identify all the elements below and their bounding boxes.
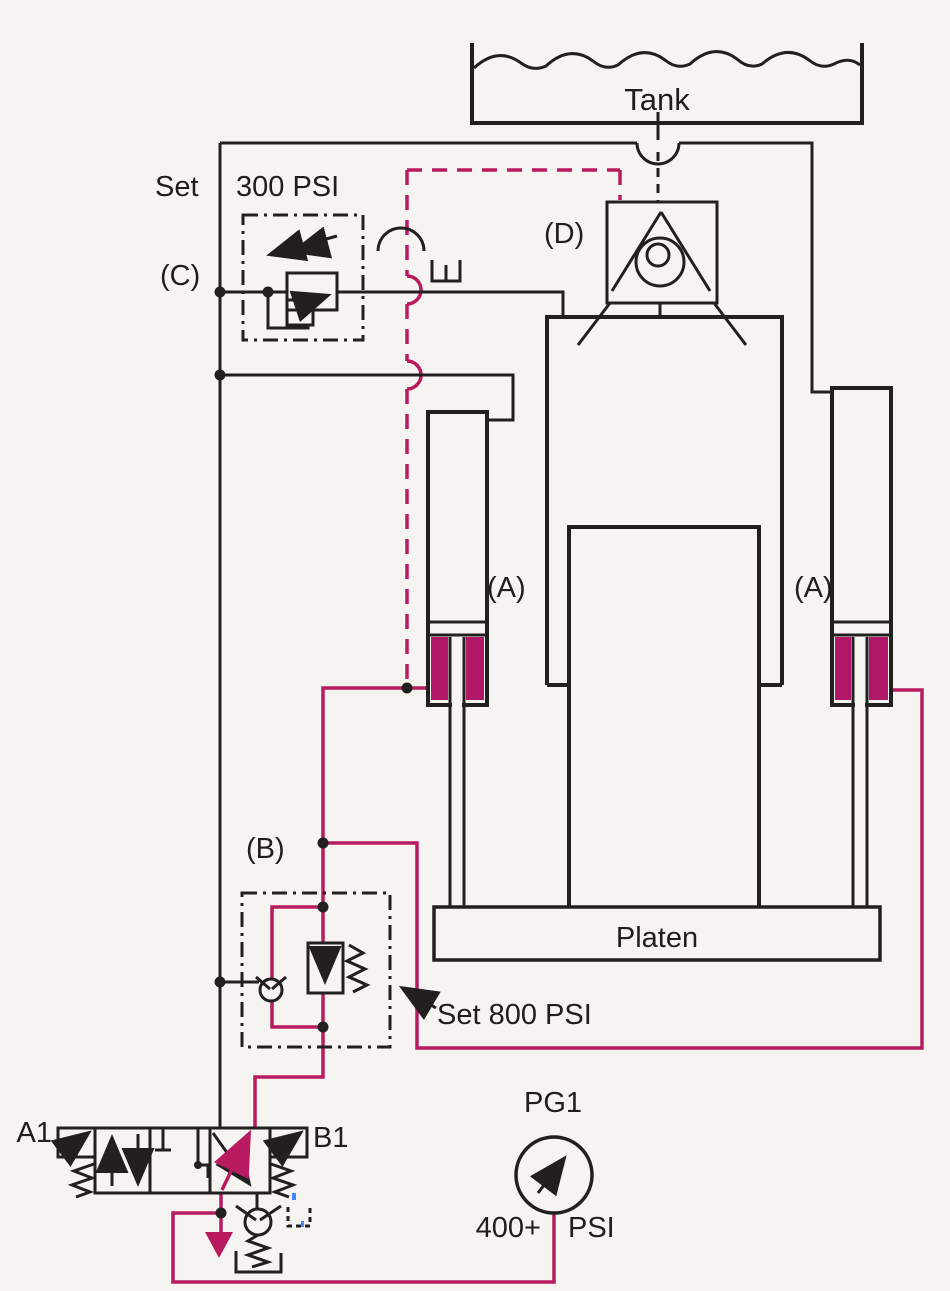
pressure-gauge-pg1 <box>514 1135 594 1215</box>
dcv-spring-right <box>268 1162 298 1199</box>
cylinder-a-right-label: (A) <box>794 572 833 604</box>
valve-b-setting-label: Set 800 PSI <box>437 999 592 1031</box>
cylinder-a-left <box>426 410 489 907</box>
cylinder-a-right <box>830 386 893 907</box>
valve-c-label: (C) <box>160 260 200 292</box>
junction-dot <box>214 369 226 381</box>
port-b1-label: B1 <box>313 1122 348 1154</box>
junction-dot <box>214 286 226 298</box>
tank: Tank <box>470 43 864 125</box>
dcv-center-dot <box>194 1161 202 1169</box>
junction-dot <box>215 1207 227 1219</box>
check-valve-housing <box>234 1251 283 1274</box>
left-cylinder-chamber-fill-1 <box>431 637 448 700</box>
valve-c-enclosure <box>241 213 365 342</box>
rod-side-loop-line <box>323 688 924 1050</box>
top-line-to-right-cylinder <box>679 141 832 394</box>
tank-and-piping <box>218 112 832 1128</box>
port-a1-label: A1 <box>17 1117 52 1149</box>
dcv-spring-left <box>67 1162 97 1199</box>
junction-dot <box>317 901 329 913</box>
dcv-solenoid-left-arrow <box>50 1130 92 1167</box>
prefill-poppet-triangle <box>610 211 712 292</box>
text-labels: Set 300 PSI (C) (D) (A) (A) (B) Set 800 … <box>17 171 833 1244</box>
rod-side-line-left <box>321 686 428 843</box>
prefill-d-label: (D) <box>544 218 584 250</box>
line-to-left-cylinder-top <box>220 373 515 422</box>
dcv-center-ports <box>155 1128 210 1178</box>
flow-direction-triangle <box>205 1232 233 1258</box>
right-rod-gap <box>855 700 865 711</box>
main-ram-cylinder <box>545 315 784 907</box>
junction-dots <box>214 286 413 1219</box>
blue-mark-1 <box>292 1193 296 1200</box>
gauge-dial <box>514 1135 594 1215</box>
junction-dot <box>317 837 329 849</box>
tank-label: Tank <box>624 82 690 117</box>
set-label: Set <box>155 171 199 203</box>
blue-mark-2 <box>301 1221 304 1227</box>
junction-dot <box>262 286 274 298</box>
right-cylinder-chamber-fill-1 <box>835 637 851 700</box>
right-cylinder-piston <box>833 620 890 637</box>
set-800-pointer-arrow <box>398 985 441 1021</box>
dcv-body <box>93 1126 272 1195</box>
pilot-line-jump-1 <box>406 274 423 306</box>
check-valve-spring <box>243 1233 273 1269</box>
directional-valve <box>50 1126 309 1199</box>
relief-setting-label: 300 PSI <box>236 171 339 203</box>
left-cylinder-piston <box>429 620 486 637</box>
platen-label: Platen <box>616 922 698 954</box>
left-cylinder-chamber-fill-2 <box>466 637 484 700</box>
valve-c-adjust-arrow-2 <box>290 226 333 259</box>
check-valve-ball <box>243 1207 273 1237</box>
pilot-check-valve <box>234 1193 312 1274</box>
cylinder-a-left-label: (A) <box>487 572 526 604</box>
platen-plate <box>432 905 882 962</box>
relief-valve-c <box>241 213 365 342</box>
main-cylinder-body <box>545 315 784 685</box>
valve-b-spring <box>343 943 371 994</box>
vent-bracket-glyph <box>430 260 462 283</box>
dcv-cross-arrow-pink <box>213 1129 252 1191</box>
tank-fluid-surface-wave <box>472 50 861 70</box>
valve-b-enclosure <box>240 891 392 1049</box>
valve-b-check-seat <box>255 975 287 991</box>
gauge-supply-line <box>171 1211 556 1284</box>
pressure-lines-pink <box>171 168 924 1284</box>
junction-dot <box>214 976 226 988</box>
vent-arc-glyph <box>376 226 426 252</box>
gauge-unit-label: PSI <box>568 1212 615 1244</box>
gauge-needle <box>529 1155 567 1197</box>
check-valve-drain-bracket <box>286 1207 312 1228</box>
platen: Platen <box>432 905 882 962</box>
valve-c-flow-arrow <box>289 290 332 323</box>
junction-dot <box>401 682 413 694</box>
valve-c-drain-loop <box>266 292 310 330</box>
prefill-mounting-legs <box>576 302 748 346</box>
junction-dot <box>317 1021 329 1033</box>
left-cylinder-rod <box>448 637 466 907</box>
valve-b-bypass-loop <box>270 905 323 1029</box>
check-valve-seat <box>235 1204 282 1222</box>
tank-outline <box>470 43 864 125</box>
prefill-valve-poppet-circle <box>645 242 671 268</box>
gauge-reading-label: 400+ <box>476 1212 541 1244</box>
left-rod-gap <box>452 700 462 711</box>
right-cylinder-rod <box>851 637 869 907</box>
right-cylinder-chamber-fill-2 <box>869 637 888 700</box>
gauge-name-label: PG1 <box>524 1087 582 1119</box>
counterbalance-valve-b <box>240 891 441 1049</box>
prefill-valve-d <box>576 200 748 346</box>
main-ram <box>567 525 761 907</box>
valve-b-label: (B) <box>246 833 285 865</box>
dcv-solenoid-right-arrow <box>262 1130 304 1167</box>
line-crossing-loop <box>635 142 681 166</box>
